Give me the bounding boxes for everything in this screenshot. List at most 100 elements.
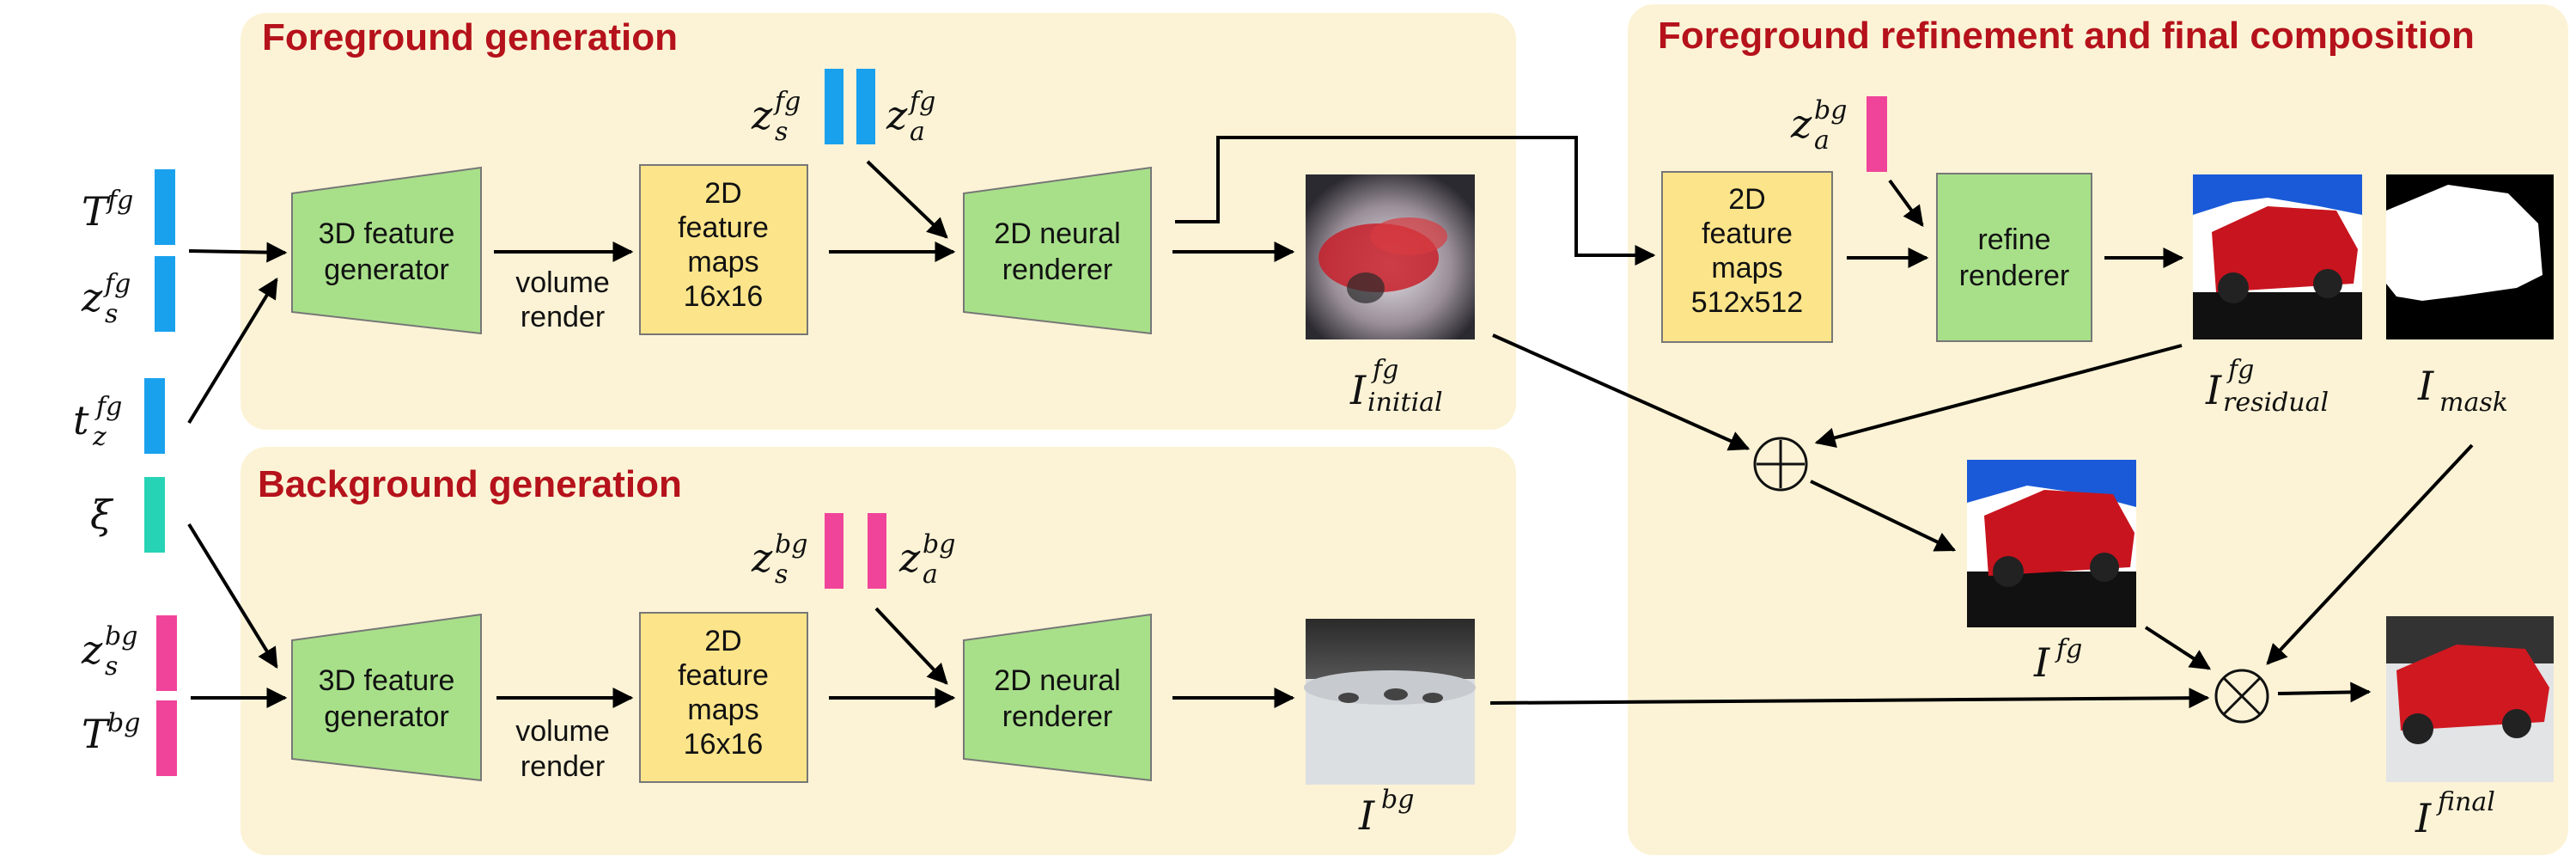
fg-maps-l3: maps bbox=[687, 246, 758, 278]
svg-text:fg: fg bbox=[1371, 355, 1398, 385]
svg-text:bg: bg bbox=[923, 529, 955, 559]
ref-maps-l2: feature bbox=[1702, 217, 1793, 250]
svg-text:t: t bbox=[73, 397, 89, 443]
label-I-fg: I fg bbox=[2033, 634, 2082, 686]
svg-text:I: I bbox=[2205, 367, 2222, 413]
ref-maps-l4: 512x512 bbox=[1691, 286, 1803, 319]
ref-render-l1: refine bbox=[1977, 223, 2050, 256]
label-I-final: I final bbox=[2415, 787, 2495, 841]
svg-text:fg: fg bbox=[106, 186, 133, 216]
latent-T-fg: T fg bbox=[82, 169, 175, 245]
fg-volume-label-2: render bbox=[521, 301, 605, 333]
svg-text:residual: residual bbox=[2223, 388, 2329, 418]
svg-text:a: a bbox=[1814, 125, 1830, 156]
ref-render-l2: renderer bbox=[1959, 260, 2070, 292]
plus-operator bbox=[1753, 437, 1808, 492]
svg-text:z: z bbox=[751, 535, 773, 581]
bg-render-l2: renderer bbox=[1002, 700, 1113, 733]
svg-text:z: z bbox=[81, 627, 103, 673]
image-mask bbox=[2386, 174, 2554, 339]
latent-xi: ξ bbox=[90, 477, 165, 553]
svg-text:z: z bbox=[886, 92, 908, 138]
ref-maps-l1: 2D bbox=[1728, 183, 1765, 216]
bg-maps-l1: 2D bbox=[704, 625, 741, 657]
svg-text:a: a bbox=[923, 559, 938, 590]
svg-text:z: z bbox=[92, 422, 107, 452]
fg-render-l2: renderer bbox=[1002, 254, 1113, 286]
bg-maps-l2: feature bbox=[678, 659, 769, 692]
fg-feature-maps bbox=[639, 164, 808, 335]
section-title-refine: Foreground refinement and final composit… bbox=[1658, 15, 2475, 57]
svg-text:bg: bg bbox=[107, 708, 140, 738]
bg-maps-l3: maps bbox=[687, 694, 758, 726]
fg-maps-l4: 16x16 bbox=[684, 280, 764, 313]
fg-maps-l1: 2D bbox=[704, 177, 741, 210]
svg-text:final: final bbox=[2436, 787, 2495, 817]
svg-text:T: T bbox=[82, 711, 111, 757]
svg-text:bg: bg bbox=[775, 529, 807, 559]
ref-maps-l3: maps bbox=[1711, 252, 1782, 284]
fg-3d-label-1: 3D feature bbox=[319, 217, 455, 250]
label-I-bg: I bg bbox=[1358, 785, 1414, 839]
svg-text:z: z bbox=[898, 535, 921, 581]
svg-text:fg: fg bbox=[94, 392, 122, 422]
latent-zs-fg: z fg s bbox=[81, 256, 175, 332]
svg-text:s: s bbox=[775, 559, 788, 590]
fg-2d-neural-renderer bbox=[963, 166, 1152, 335]
svg-text:mask: mask bbox=[2439, 388, 2508, 418]
svg-text:bg: bg bbox=[1381, 785, 1414, 815]
fg-render-l1: 2D neural bbox=[994, 217, 1120, 250]
svg-text:ξ: ξ bbox=[90, 492, 114, 538]
svg-text:I: I bbox=[1358, 792, 1375, 839]
svg-text:s: s bbox=[105, 651, 118, 682]
svg-text:fg: fg bbox=[773, 87, 801, 117]
refine-feature-maps bbox=[1661, 171, 1833, 343]
svg-text:T: T bbox=[82, 188, 111, 235]
bg-3d-l2: generator bbox=[324, 700, 449, 733]
svg-text:I: I bbox=[1349, 367, 1367, 413]
svg-text:initial: initial bbox=[1367, 388, 1443, 418]
bg-3d-l1: 3D feature bbox=[319, 664, 455, 697]
times-operator bbox=[2214, 669, 2269, 724]
section-title-bg: Background generation bbox=[258, 463, 682, 505]
svg-text:z: z bbox=[81, 274, 103, 321]
latent-bg-shape-appearance: z bg s z bg a bbox=[751, 513, 955, 590]
latent-T-bg: T bg bbox=[82, 700, 177, 776]
svg-text:fg: fg bbox=[908, 87, 935, 117]
label-I-mask: I mask bbox=[2417, 363, 2508, 418]
image-bg bbox=[1304, 619, 1476, 785]
bg-3d-feature-generator bbox=[291, 613, 482, 782]
latent-za-bg-refine: z bg a bbox=[1790, 95, 1887, 172]
image-fg bbox=[1967, 460, 2136, 627]
svg-text:a: a bbox=[910, 117, 925, 147]
fg-volume-label-1: volume bbox=[515, 266, 610, 299]
svg-text:I: I bbox=[2033, 639, 2050, 686]
bg-render-l1: 2D neural bbox=[994, 664, 1120, 697]
svg-text:z: z bbox=[1790, 101, 1812, 147]
bg-2d-neural-renderer bbox=[963, 613, 1152, 782]
bg-feature-maps bbox=[639, 612, 808, 783]
svg-text:z: z bbox=[751, 92, 773, 138]
svg-text:I: I bbox=[2415, 795, 2432, 841]
bg-volume-label-1: volume bbox=[515, 715, 610, 748]
fg-maps-l2: feature bbox=[678, 211, 769, 244]
latent-fg-shape-appearance: z fg s z fg a bbox=[751, 69, 935, 147]
fg-3d-label-2: generator bbox=[324, 254, 449, 286]
svg-text:fg: fg bbox=[103, 269, 131, 299]
section-title-fg: Foreground generation bbox=[262, 16, 678, 58]
image-fg-residual bbox=[2193, 174, 2362, 339]
svg-text:s: s bbox=[775, 117, 788, 147]
arrows bbox=[187, 136, 2474, 709]
label-I-fg-residual: I fg residual bbox=[2205, 355, 2329, 418]
svg-text:s: s bbox=[105, 299, 118, 329]
bg-maps-l4: 16x16 bbox=[684, 728, 764, 761]
latent-tz-fg: t fg z bbox=[73, 378, 165, 454]
fg-3d-feature-generator bbox=[291, 166, 482, 335]
image-fg-initial bbox=[1306, 174, 1475, 339]
svg-text:I: I bbox=[2417, 363, 2434, 409]
label-I-fg-initial: I fg initial bbox=[1349, 355, 1443, 418]
svg-text:fg: fg bbox=[2226, 355, 2254, 385]
panel-background-generation bbox=[241, 447, 1516, 855]
panel-foreground-generation bbox=[241, 13, 1516, 430]
